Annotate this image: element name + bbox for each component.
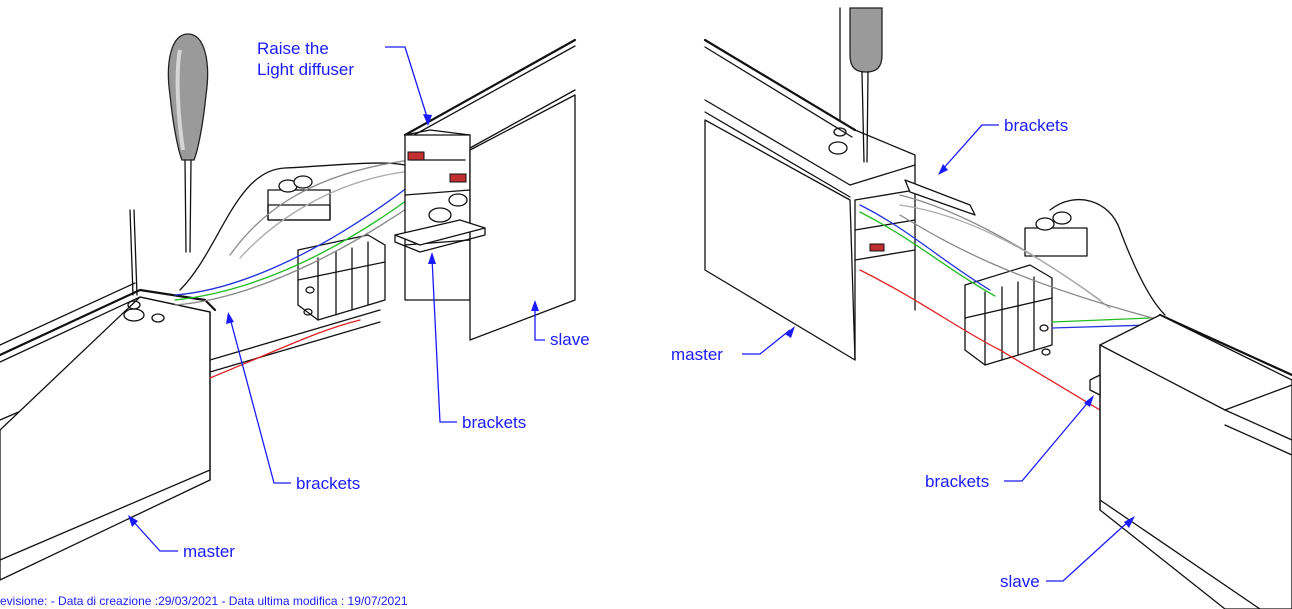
left-large-screwdriver — [167, 33, 209, 253]
label-raise-line2: Light diffuser — [257, 60, 354, 79]
label-slave-left: slave — [550, 330, 590, 349]
right-screwdriver — [828, 7, 883, 163]
right-view: brackets master brackets slave — [671, 7, 1292, 609]
label-brackets-bottom-right: brackets — [925, 472, 989, 491]
right-inner-mechanics — [854, 179, 976, 261]
right-connector-small — [1024, 211, 1088, 257]
label-brackets-lower-left: brackets — [462, 413, 526, 432]
arrow-brackets-bottom-right — [1084, 395, 1094, 407]
right-slave-profile — [1089, 313, 1292, 609]
left-bracket-plate — [394, 219, 486, 253]
arrow-slave-right — [1124, 516, 1135, 528]
arrow-master-right — [785, 326, 795, 338]
leader-brackets-lower-left — [431, 257, 457, 423]
right-master-profile — [703, 38, 916, 361]
right-wires — [859, 194, 1166, 411]
left-connector-small — [267, 175, 331, 221]
left-master-profile — [0, 282, 381, 581]
left-annotations: Raise the Light diffuser slave brackets … — [128, 39, 590, 561]
leader-master-right — [742, 329, 791, 355]
arrow-slave-left — [531, 300, 539, 311]
leader-raise — [385, 46, 429, 121]
leader-brackets-upper-left — [229, 317, 291, 484]
revision-footer: evisione: - Data di creazione :29/03/202… — [0, 594, 408, 608]
arrow-master-left — [128, 515, 138, 527]
arrow-brackets-upper-left — [226, 312, 234, 324]
right-annotations: brackets master brackets slave — [671, 116, 1135, 591]
label-master-right: master — [671, 345, 723, 364]
label-raise-line1: Raise the — [257, 39, 329, 58]
label-master-left: master — [183, 542, 235, 561]
left-slave-profile — [403, 38, 577, 341]
leader-brackets-bottom-right — [1004, 399, 1091, 482]
arrow-raise — [423, 114, 432, 126]
leader-master-left — [131, 519, 178, 552]
left-terminal-block — [297, 234, 386, 321]
arrow-brackets-top-right — [938, 164, 948, 175]
arrow-brackets-lower-left — [428, 252, 436, 264]
label-brackets-upper-left: brackets — [296, 474, 360, 493]
label-slave-right: slave — [1000, 572, 1040, 591]
leader-slave-left — [534, 305, 545, 341]
left-wires — [174, 159, 451, 379]
left-small-screwdriver — [123, 209, 165, 323]
left-view: Raise the Light diffuser slave brackets … — [0, 33, 590, 581]
leader-brackets-top-right — [941, 124, 999, 171]
right-terminal-block — [964, 264, 1053, 366]
label-brackets-top-right: brackets — [1004, 116, 1068, 135]
leader-slave-right — [1046, 519, 1131, 582]
